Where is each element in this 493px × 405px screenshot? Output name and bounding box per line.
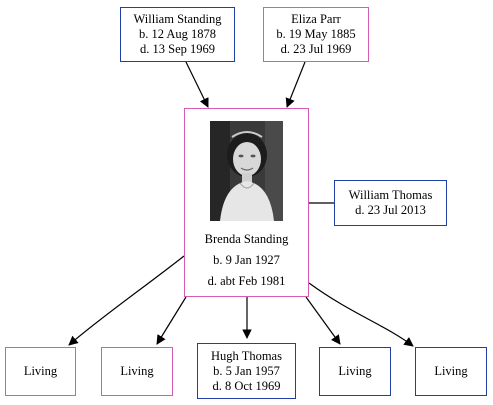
person-box-brenda-standing[interactable]: Brenda Standing b. 9 Jan 1927 d. abt Feb… — [184, 108, 309, 297]
person-name: Brenda Standing — [204, 232, 289, 246]
person-birth: b. 5 Jan 1957 — [213, 363, 280, 378]
person-name: Living — [434, 364, 468, 378]
person-box-william-thomas[interactable]: William Thomas d. 23 Jul 2013 — [334, 180, 447, 226]
edge-mother-to-brenda — [285, 61, 306, 108]
person-death: d. 23 Jul 2013 — [355, 203, 426, 217]
person-death: d. 23 Jul 1969 — [280, 42, 352, 56]
person-box-child-5[interactable]: Living — [415, 347, 487, 396]
person-death: d. 8 Oct 1969 — [212, 378, 281, 393]
person-box-child-1[interactable]: Living — [5, 347, 76, 396]
person-birth: b. 12 Aug 1878 — [138, 27, 217, 41]
person-name: Living — [23, 364, 58, 378]
person-box-eliza-parr[interactable]: Eliza Parr b. 19 May 1885 d. 23 Jul 1969 — [263, 7, 369, 62]
person-box-william-standing[interactable]: William Standing b. 12 Aug 1878 d. 13 Se… — [120, 7, 235, 62]
person-name: Hugh Thomas — [211, 348, 282, 363]
edge-father-to-brenda — [185, 61, 209, 108]
edge-to-child1 — [68, 255, 185, 346]
person-name: William Standing — [133, 12, 222, 26]
edge-to-child4 — [305, 296, 341, 345]
person-name: Living — [338, 364, 372, 378]
person-box-child-4[interactable]: Living — [319, 347, 391, 396]
person-box-child-2[interactable]: Living — [101, 347, 173, 396]
person-name: Living — [120, 364, 154, 378]
person-box-hugh-thomas[interactable]: Hugh Thomas b. 5 Jan 1957 d. 8 Oct 1969 — [197, 343, 296, 399]
edge-to-child2 — [156, 296, 187, 345]
portrait-photo — [210, 121, 283, 221]
portrait-image — [210, 121, 283, 221]
person-name: Eliza Parr — [291, 12, 341, 26]
person-birth: b. 9 Jan 1927 — [213, 253, 280, 267]
person-name: William Thomas — [348, 188, 433, 202]
edge-to-child5 — [308, 282, 414, 347]
person-death: d. 13 Sep 1969 — [140, 42, 215, 56]
person-birth: b. 19 May 1885 — [276, 27, 356, 41]
person-death: d. abt Feb 1981 — [207, 274, 286, 288]
